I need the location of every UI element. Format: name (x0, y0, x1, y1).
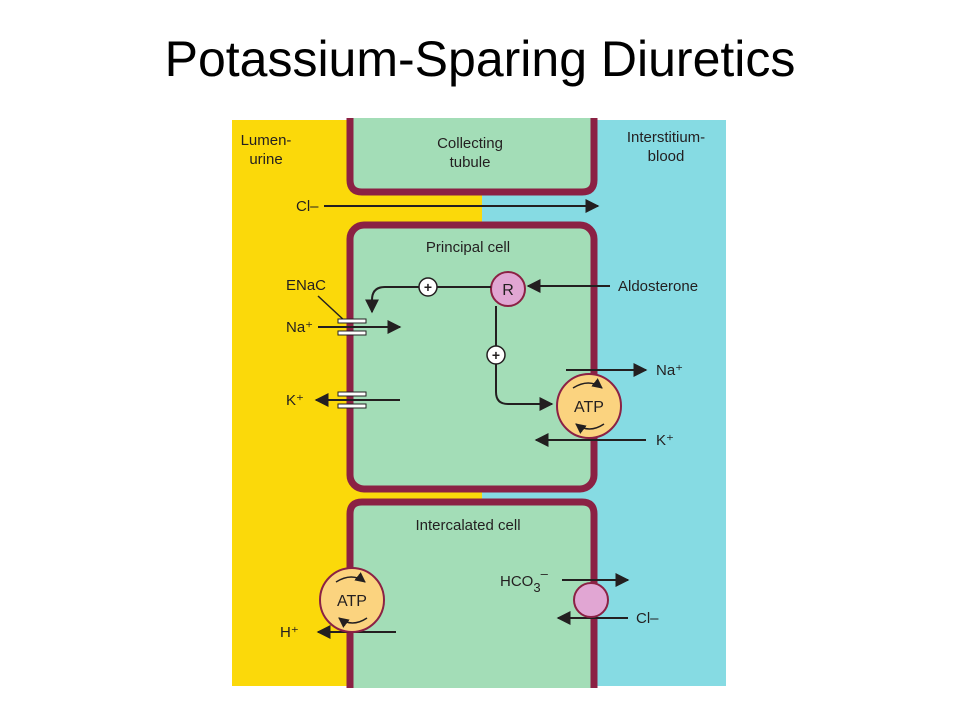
enac-channel-lower (337, 330, 367, 336)
interstitium-label-line1: Interstitium- (627, 129, 705, 146)
bicarbonate-label-superscript: – (541, 566, 549, 581)
principal-cell-label: Principal cell (426, 239, 510, 256)
aldosterone-label: Aldosterone (618, 278, 698, 295)
intercalated-cell-label: Intercalated cell (415, 517, 520, 534)
receptor-label: R (502, 282, 514, 299)
chloride-blood-label: Cl– (636, 610, 659, 627)
h-pump-rotation-arrow-top (335, 572, 366, 583)
tubule-label-line1: Collecting (437, 135, 503, 152)
mineralocorticoid-receptor (490, 271, 526, 307)
interstitium-label-line2: blood (648, 148, 685, 165)
plus-sign-pump: + (492, 347, 500, 363)
pump-rotation-arrow-bottom (575, 423, 605, 434)
bicarbonate-label-subscript: 3 (533, 580, 540, 595)
enac-label: ENaC (286, 277, 326, 294)
potassium-channel (337, 391, 367, 397)
sodium-lumen-label: Na⁺ (286, 319, 313, 336)
proton-lumen-label: H⁺ (280, 624, 299, 641)
plus-sign-enac: + (424, 279, 432, 295)
plus-sign-enac-circle (418, 277, 438, 297)
chloride-label-top: Cl– (296, 198, 319, 215)
receptor-to-pump-arrow (495, 306, 554, 411)
potassium-channel-lower (337, 403, 367, 409)
atp-label-principal: ATP (574, 399, 604, 416)
enac-channel (337, 318, 367, 324)
h-pump-rotation-arrow-bottom (338, 617, 368, 628)
slide-title: Potassium-Sparing Diuretics (164, 31, 796, 87)
sodium-blood-label: Na⁺ (656, 362, 683, 379)
h-atpase-pump (319, 567, 385, 633)
plus-sign-pump-circle (486, 345, 506, 365)
principal-cell (346, 221, 598, 493)
enac-pointer-line (317, 295, 347, 323)
collecting-tubule-cell (346, 118, 598, 196)
potassium-lumen-label: K⁺ (286, 392, 304, 409)
intercalated-cell (346, 498, 598, 688)
receptor-to-enac-arrow (365, 286, 491, 314)
potassium-blood-label: K⁺ (656, 432, 674, 449)
lumen-label-line1: Lumen- (241, 132, 292, 149)
pump-rotation-arrow-top (572, 378, 603, 389)
bicarbonate-label: HCO3– (500, 566, 549, 595)
chloride-bicarbonate-exchanger (573, 582, 609, 618)
atp-label-intercalated: ATP (337, 593, 367, 610)
lumen-label-line2: urine (249, 151, 282, 168)
na-k-atpase-pump (556, 373, 622, 439)
tubule-label-line2: tubule (450, 154, 491, 171)
bicarbonate-label-base: HCO (500, 573, 533, 590)
